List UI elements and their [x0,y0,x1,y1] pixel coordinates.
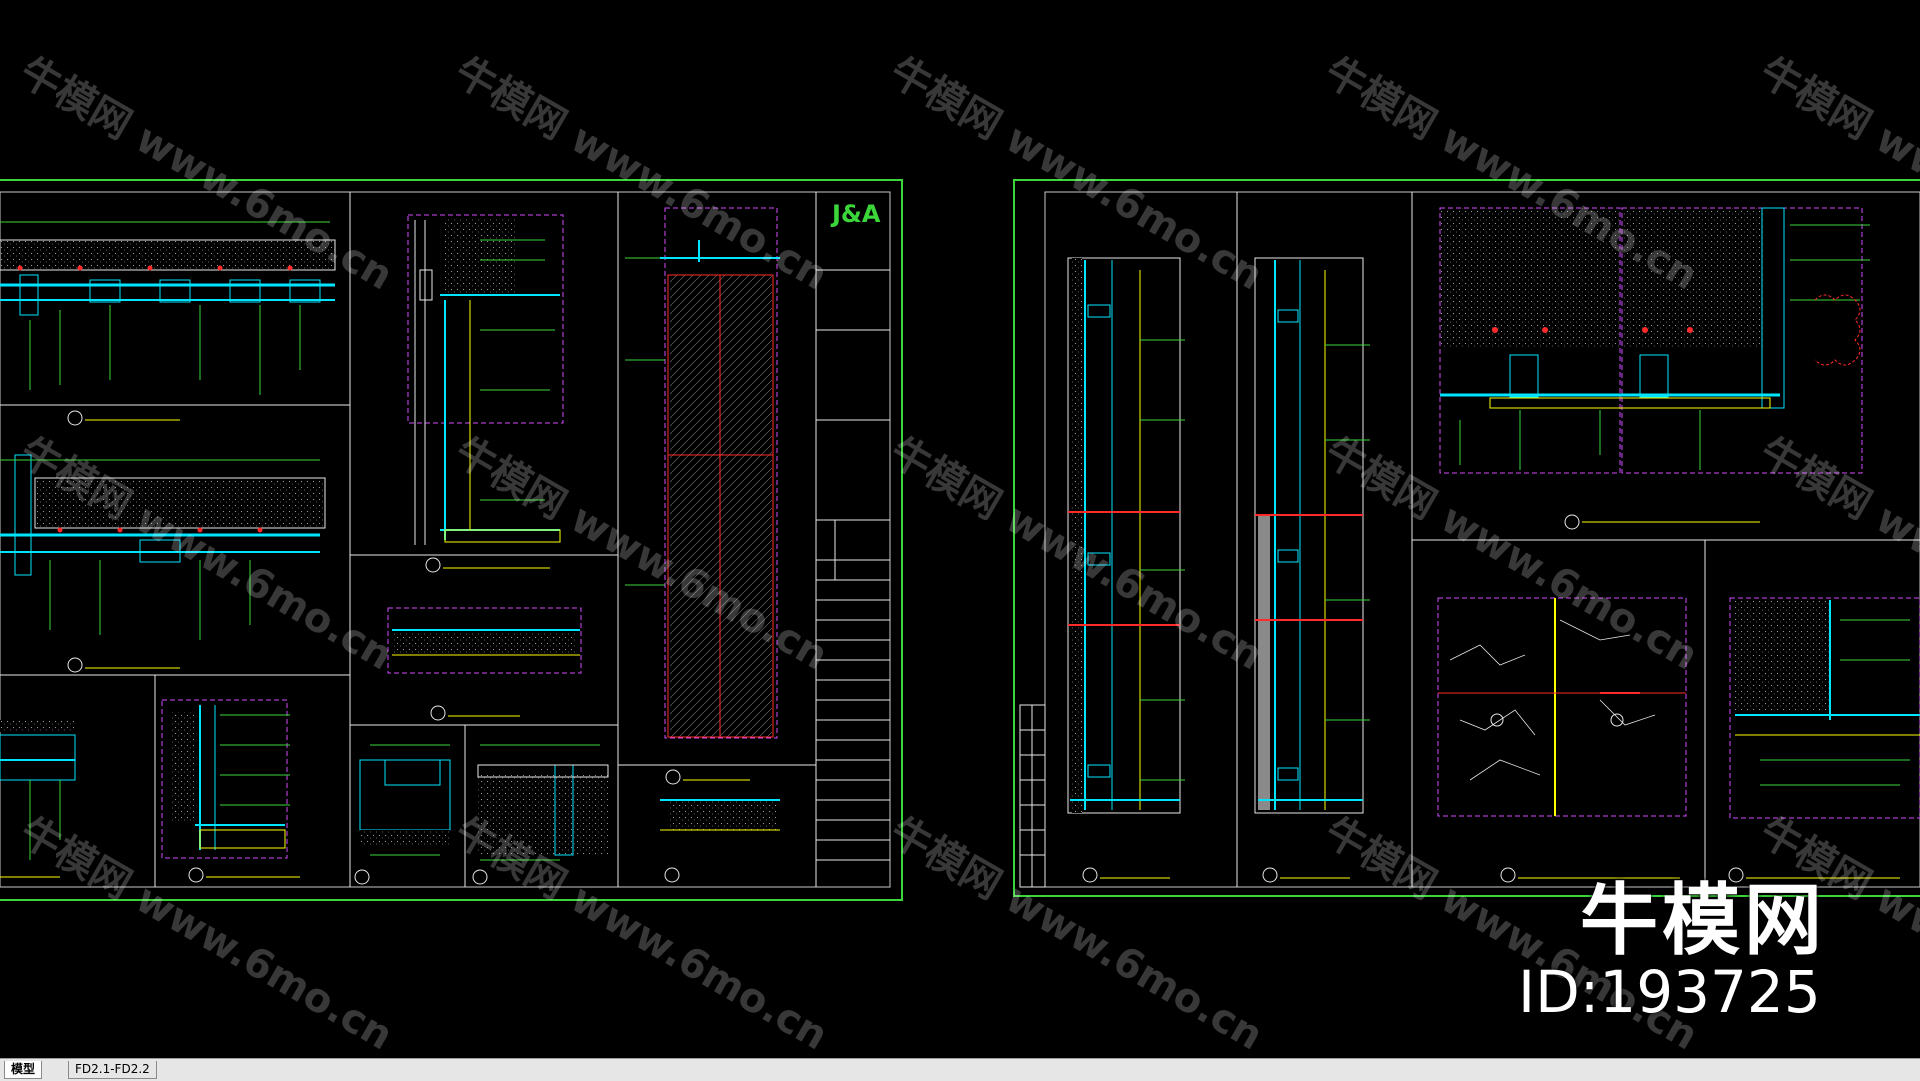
detail-wall-section-a [1067,257,1185,883]
drawing-sheet-right [1013,179,1920,897]
title-block: J&A [816,200,890,861]
cad-drawing-canvas[interactable]: J&A [0,0,1920,1058]
detail-floor-section [660,799,780,883]
title-block-logo: J&A [830,200,881,228]
detail-ceiling-section-1 [0,221,336,426]
tab-layout-fd2[interactable]: FD2.1-FD2.2 [68,1061,157,1079]
tab-model[interactable]: 模型 [4,1061,43,1079]
detail-small-section [0,720,76,878]
detail-stone-joint [1437,597,1687,883]
detail-corner-section [1728,597,1920,883]
detail-stone-threshold [472,744,609,885]
detail-door-jamb [407,214,564,573]
detail-wall-section-b [1254,257,1370,883]
detail-door-elevation [625,207,780,785]
detail-skirting [354,744,451,885]
drawing-sheet-left: J&A [0,179,903,901]
detail-plan-section [1439,207,1870,530]
detail-ceiling-section-2 [0,454,326,673]
layout-tab-bar: 模型 FD2.1-FD2.2 [0,1058,1920,1081]
detail-wall-section [161,699,300,883]
detail-threshold [387,607,582,721]
